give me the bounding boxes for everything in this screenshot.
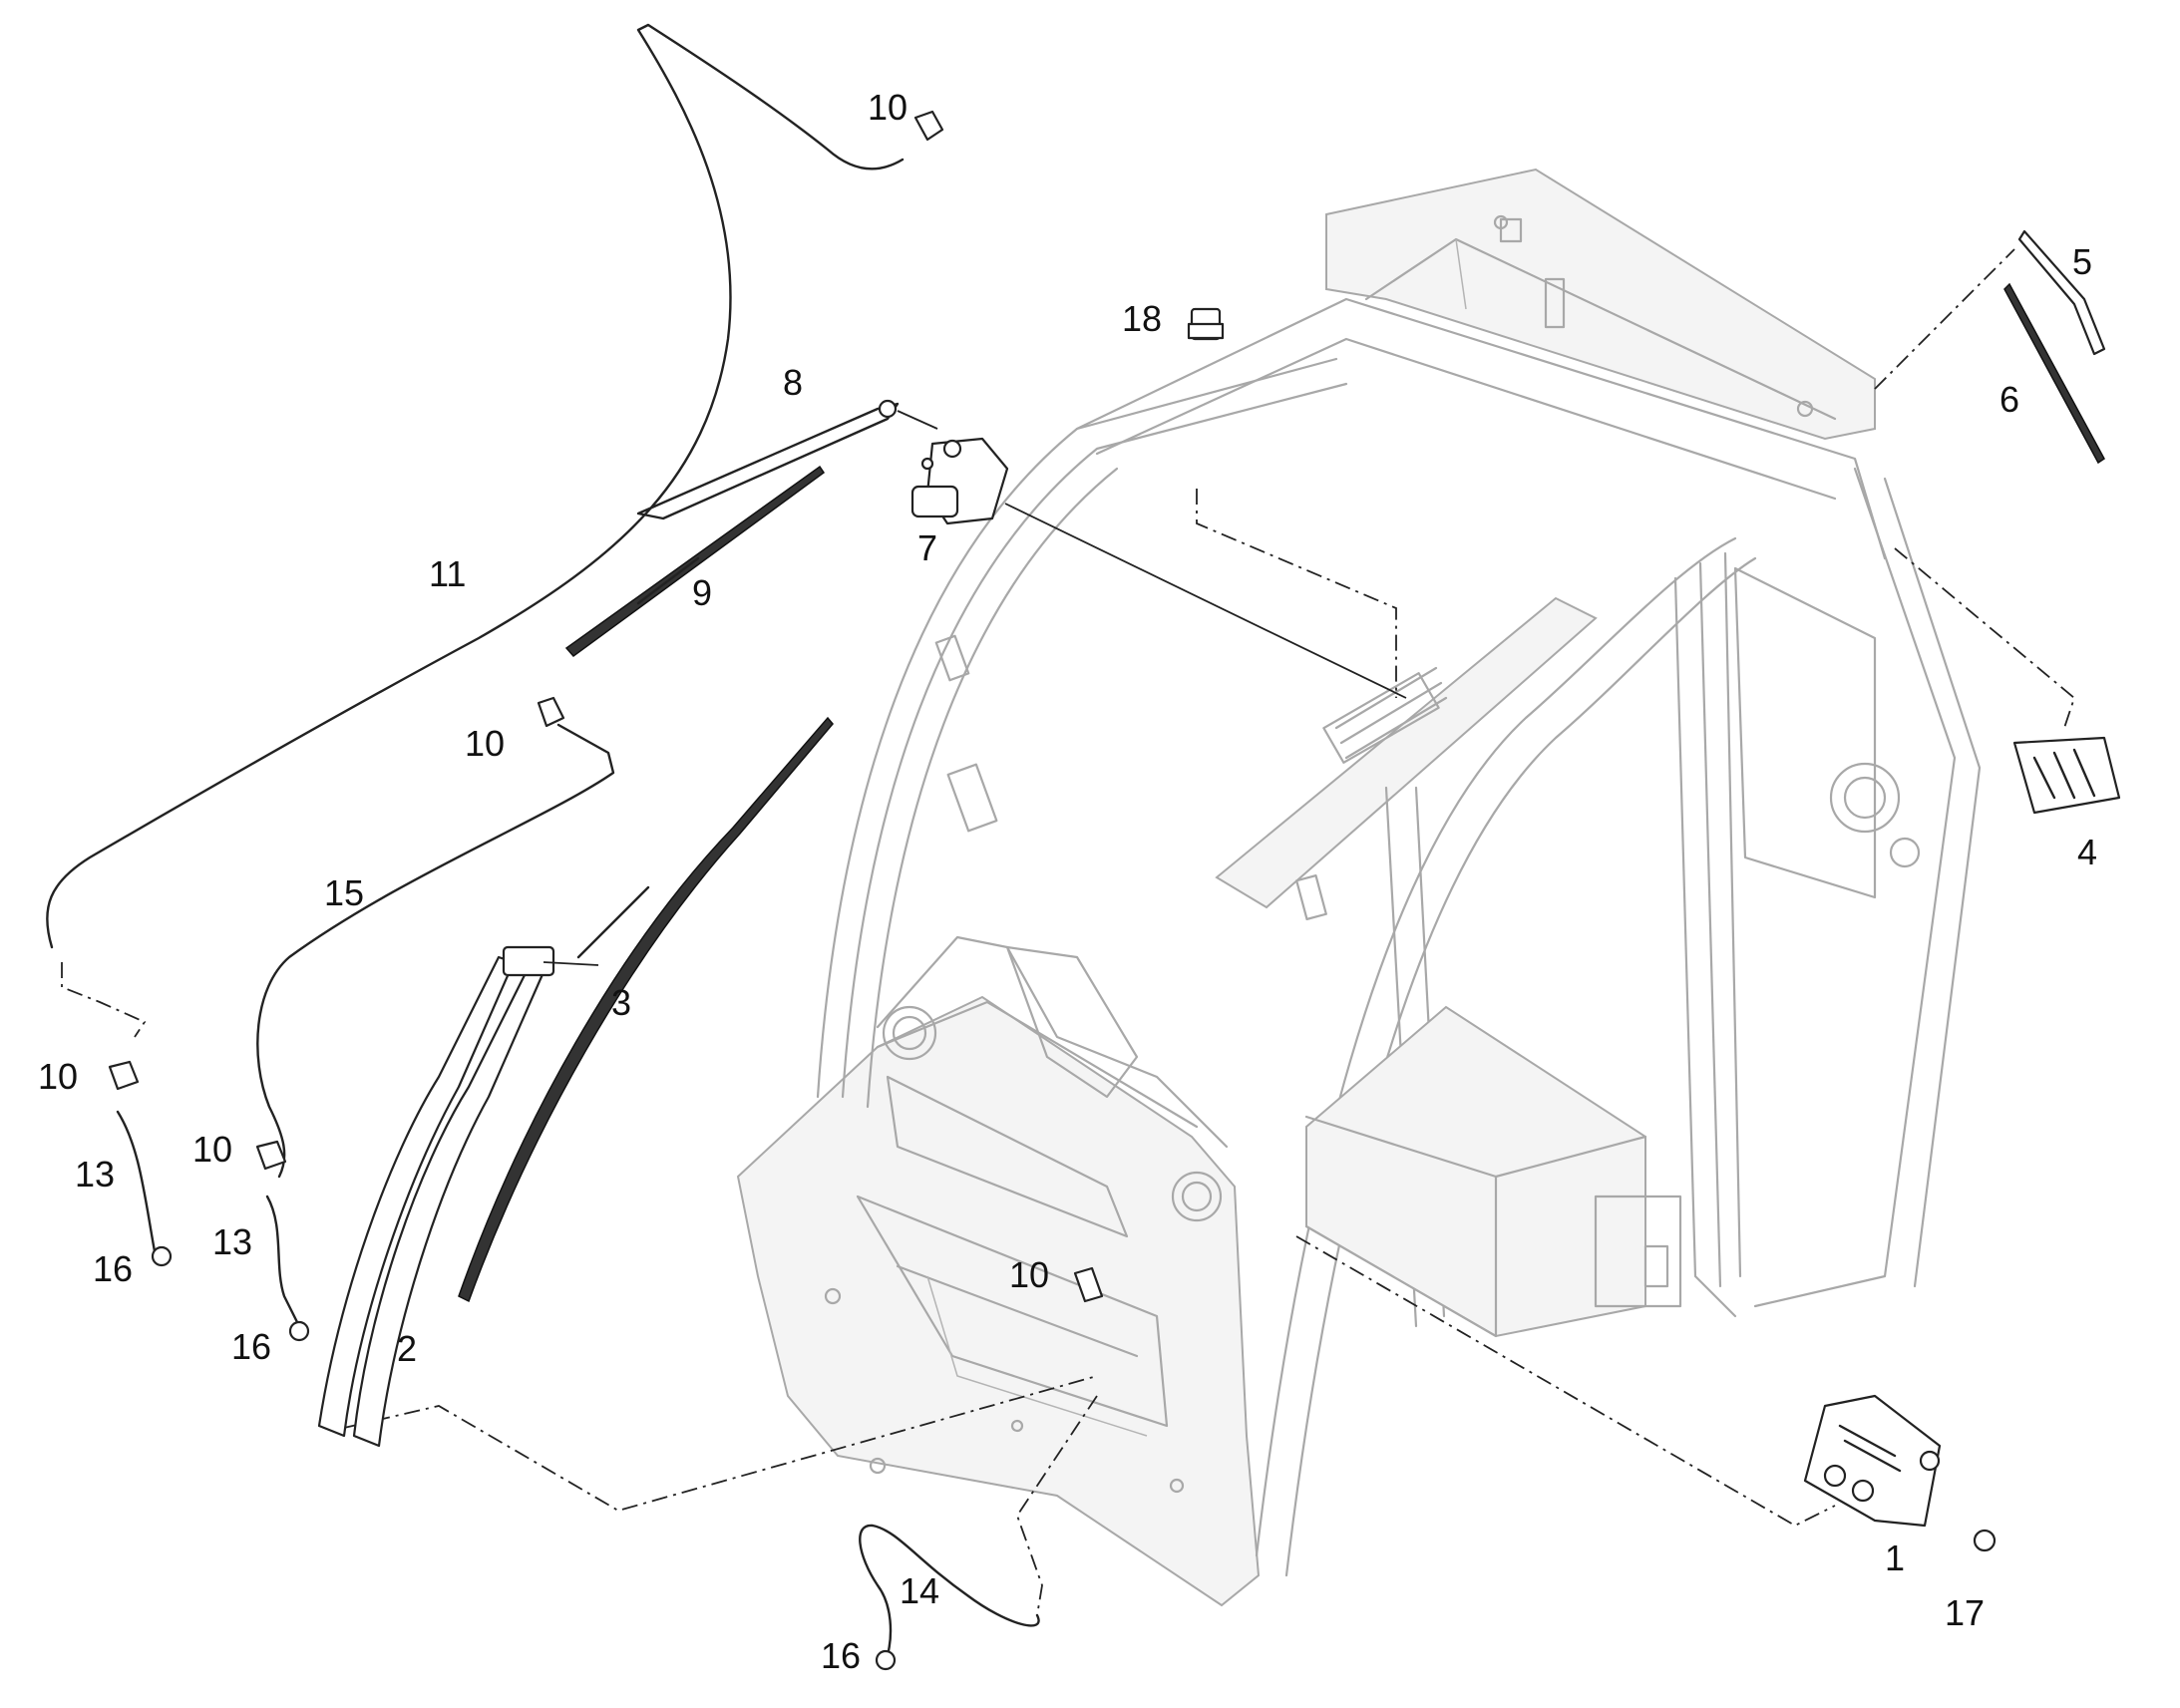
callout-11: 11 <box>429 553 467 594</box>
callout-14: 14 <box>900 1570 940 1611</box>
fitting-c <box>875 1649 897 1671</box>
connection-lines <box>61 248 2076 1616</box>
small-parts <box>108 110 2121 1671</box>
callout-1: 1 <box>1885 1537 1906 1578</box>
callout-3: 3 <box>611 982 632 1023</box>
wiper-assemblies <box>317 229 2106 1448</box>
callout-13-b: 13 <box>212 1221 253 1262</box>
callout-10-center: 10 <box>1009 1254 1050 1295</box>
callout-16-a: 16 <box>93 1248 134 1289</box>
callout-13-a: 13 <box>75 1154 116 1195</box>
callout-10-top: 10 <box>868 87 908 128</box>
fitting-a <box>151 1245 173 1267</box>
wiper-motor <box>910 437 1009 525</box>
callout-6: 6 <box>1999 379 2020 420</box>
callout-10-left-mid: 10 <box>465 723 506 764</box>
rear-unit <box>2012 736 2121 815</box>
nozzle-left-lower <box>255 1140 287 1171</box>
callout-5: 5 <box>2072 241 2093 282</box>
nozzle-center <box>1073 1266 1104 1303</box>
callout-15: 15 <box>324 872 365 913</box>
screw-part <box>1973 1529 1997 1552</box>
cab-frame <box>736 168 1982 1607</box>
nozzle-left-mid <box>537 696 565 728</box>
callout-10-left-lower: 10 <box>192 1129 233 1170</box>
callout-7: 7 <box>917 527 938 568</box>
callout-16-c: 16 <box>821 1635 862 1676</box>
callout-17: 17 <box>1945 1592 1986 1633</box>
callout-18: 18 <box>1122 298 1163 339</box>
washer-hoses <box>46 23 1040 1657</box>
callout-2: 2 <box>397 1328 418 1369</box>
control-panel <box>1803 1394 1942 1528</box>
callout-8: 8 <box>783 362 804 403</box>
fitting-b <box>288 1320 310 1342</box>
callout-9: 9 <box>692 572 713 613</box>
nozzle-top <box>913 110 944 142</box>
callout-4: 4 <box>2077 832 2098 872</box>
motor-leader-line <box>1004 503 1407 699</box>
callout-10-left-low: 10 <box>38 1056 79 1097</box>
callout-16-b: 16 <box>231 1326 272 1367</box>
switch-base <box>1187 322 1225 340</box>
nozzle-left-low <box>108 1060 140 1091</box>
